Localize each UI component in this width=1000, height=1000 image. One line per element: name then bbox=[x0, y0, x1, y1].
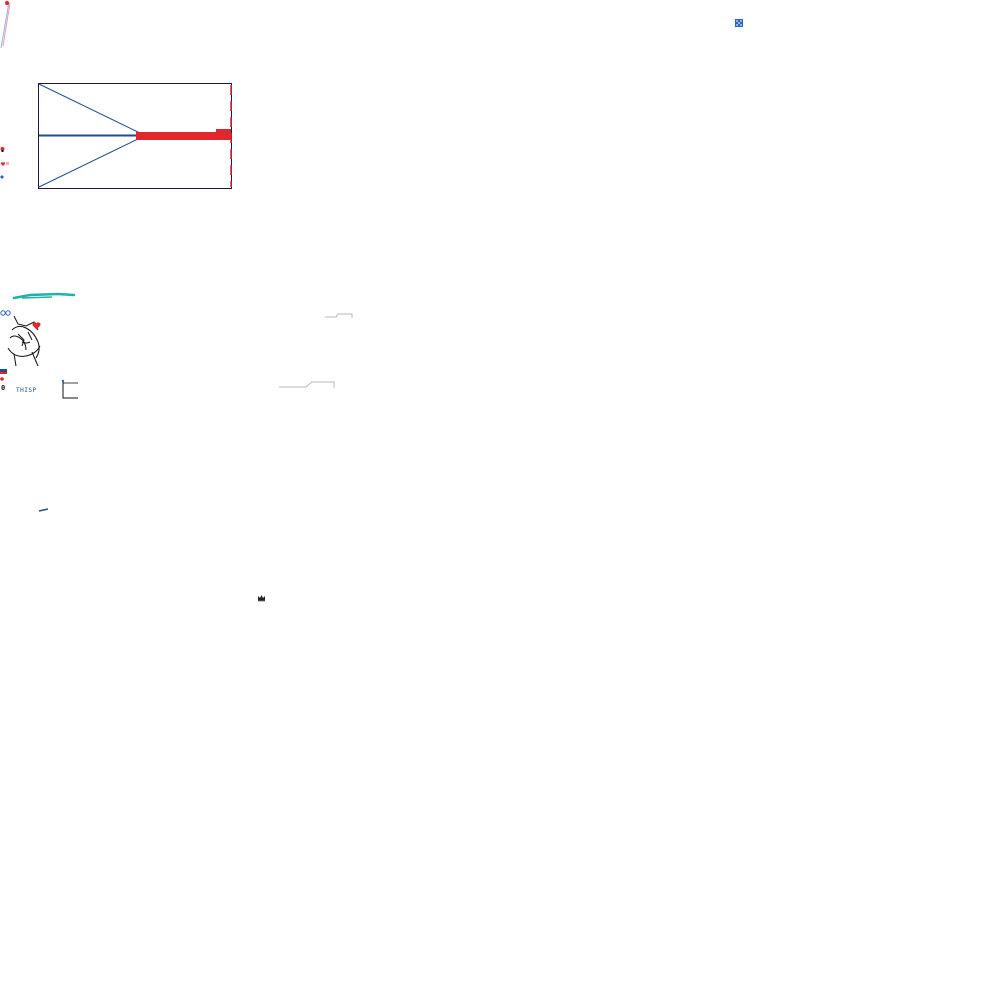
pin-icon bbox=[0, 147, 5, 152]
diamond-icon bbox=[0, 175, 4, 179]
bookmark-marker-icon bbox=[0, 1, 11, 49]
teal-stroke bbox=[12, 292, 76, 300]
corner-bracket bbox=[61, 379, 78, 399]
link-icon[interactable] bbox=[0, 309, 12, 317]
diagram-frame bbox=[38, 83, 232, 189]
heart-icon bbox=[32, 322, 41, 330]
heart-icon bbox=[1, 162, 9, 166]
pale-step-line-lower bbox=[279, 381, 335, 388]
flag-icon bbox=[0, 369, 7, 381]
red-bar bbox=[136, 132, 231, 140]
blue-dash bbox=[38, 508, 49, 512]
lower-diagonal-line bbox=[38, 135, 145, 188]
crown-icon bbox=[258, 595, 265, 602]
grid-square-icon[interactable] bbox=[735, 19, 743, 27]
side-marks bbox=[0, 147, 9, 179]
caption-text: THISP bbox=[16, 387, 37, 394]
sketch-figure-icon bbox=[7, 315, 41, 367]
pale-step-line-upper bbox=[325, 313, 353, 318]
red-bar-tab bbox=[216, 129, 231, 140]
upper-diagonal-line bbox=[38, 83, 145, 136]
digit-label: 0 bbox=[1, 384, 6, 392]
